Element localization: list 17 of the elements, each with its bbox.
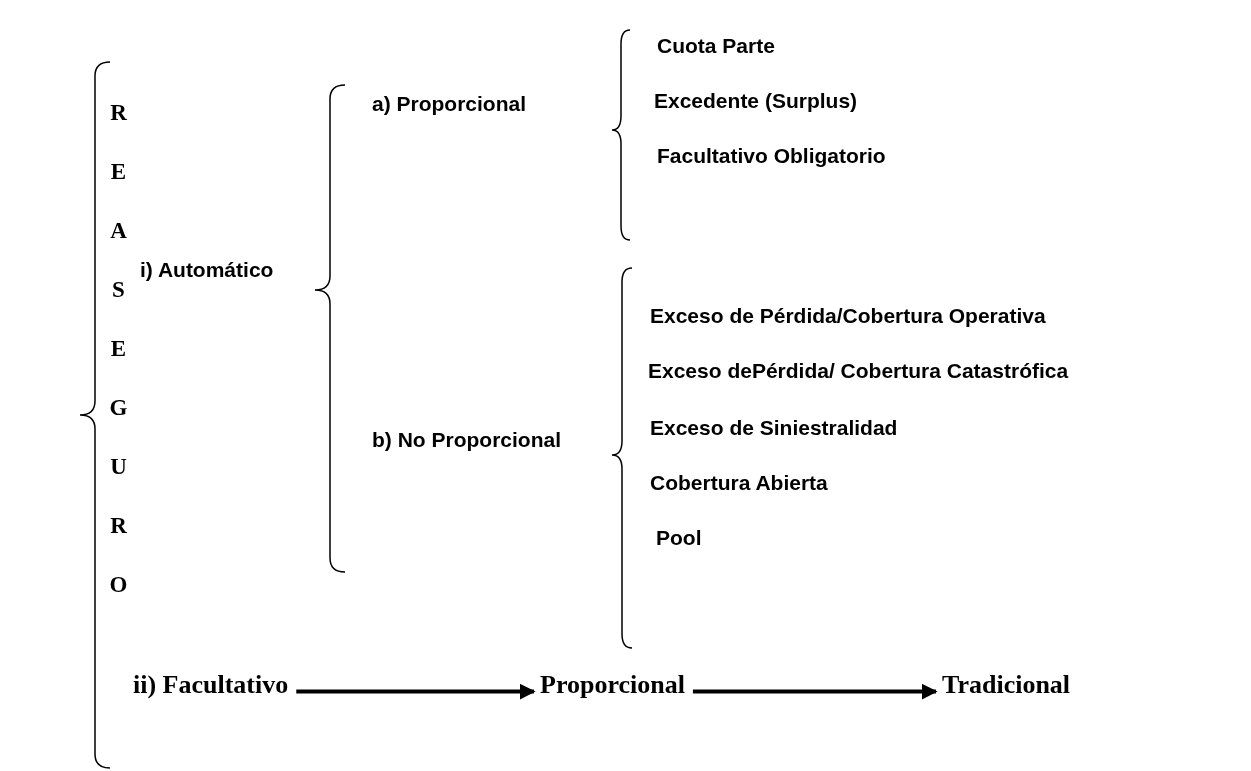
item-label: Exceso de Siniestralidad xyxy=(650,416,898,440)
vertical-title: REASEGURO xyxy=(105,100,131,631)
branch-label: a) Proporcional xyxy=(372,92,527,116)
arrow xyxy=(296,683,536,700)
branch-label: i) Automático xyxy=(140,258,274,282)
item-label: Excedente (Surplus) xyxy=(654,89,858,113)
item-label: Facultativo Obligatorio xyxy=(657,144,886,168)
arrow xyxy=(692,683,938,700)
item-label: Cobertura Abierta xyxy=(650,471,828,495)
item-label: Exceso de Pérdida/Cobertura Operativa xyxy=(650,304,1046,328)
item-label: Exceso dePérdida/ Cobertura Catastrófica xyxy=(648,359,1069,383)
branch-label: b) No Proporcional xyxy=(372,428,561,452)
item-label: Pool xyxy=(656,526,702,550)
node-label: Proporcional xyxy=(540,670,685,700)
item-label: Cuota Parte xyxy=(657,34,775,58)
node-label: Tradicional xyxy=(942,670,1071,700)
branch-label: ii) Facultativo xyxy=(133,670,289,700)
